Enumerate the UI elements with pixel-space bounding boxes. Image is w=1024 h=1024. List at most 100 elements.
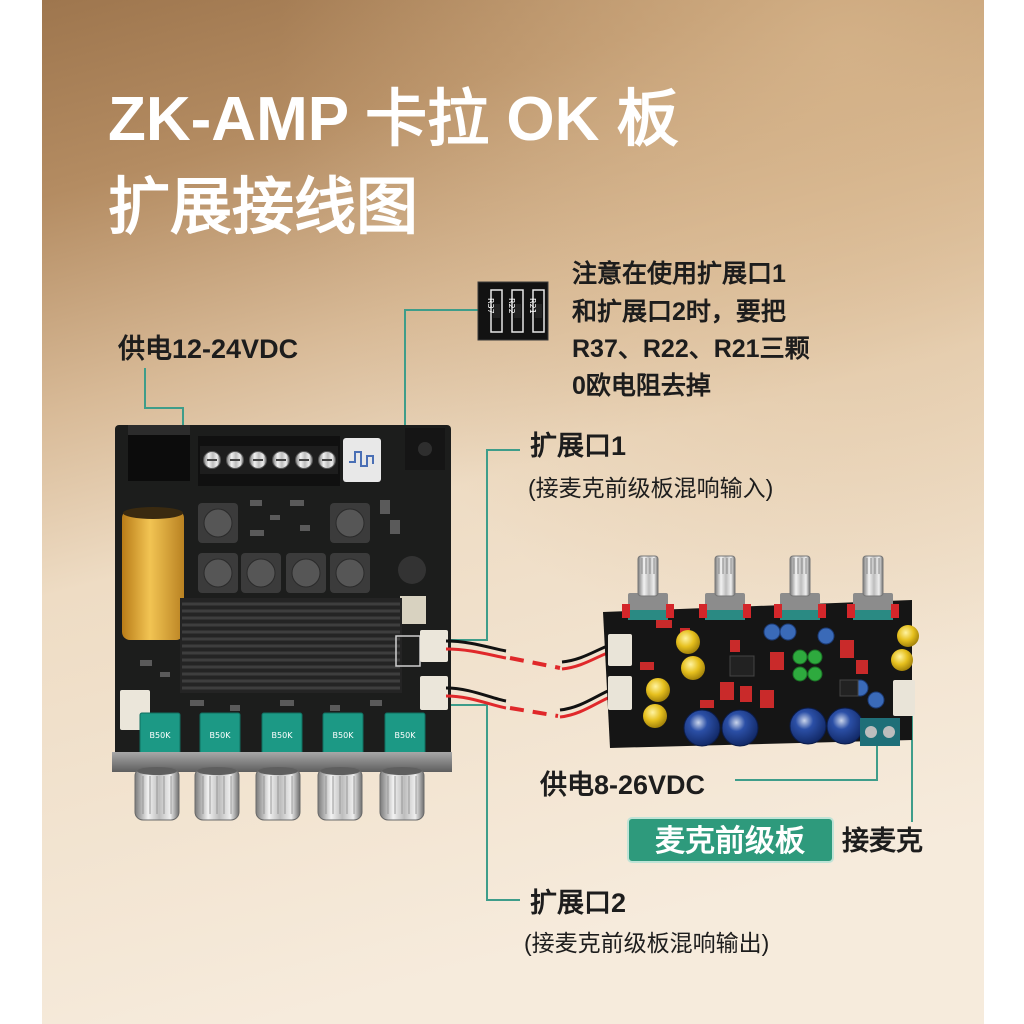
smd-part <box>300 525 310 531</box>
note-line: R37、R22、R21三颗 <box>572 335 810 363</box>
knob-rim <box>197 767 237 775</box>
front-panel-bar <box>112 752 452 772</box>
note-line: 注意在使用扩展口1 <box>572 259 786 288</box>
mic-potentiometers <box>622 555 899 620</box>
mic-pot-label-plate <box>853 610 893 620</box>
mic-input-label: 接麦克 <box>842 825 923 856</box>
smd-part <box>230 705 240 711</box>
terminal-screws <box>203 451 336 469</box>
wire-2-dashed <box>509 706 559 718</box>
resistor-label: R21 <box>528 298 537 314</box>
inductor-core <box>203 558 233 588</box>
mic-board-input-connector <box>608 634 632 666</box>
smd-part <box>330 705 340 711</box>
note-line: 0欧电阻去掉 <box>572 371 711 400</box>
smd-components <box>140 500 400 711</box>
expansion-port-2-connector <box>420 676 448 710</box>
port-1-label: 扩展口1 <box>530 431 626 461</box>
antenna-trace <box>349 451 374 467</box>
mic-board-output-connector <box>608 676 632 710</box>
red-component <box>640 662 654 670</box>
red-component <box>760 690 774 708</box>
red-component <box>770 652 784 670</box>
smd-part <box>280 700 294 706</box>
title-line-1: ZK-AMP 卡拉 OK 板 <box>108 85 679 154</box>
red-component <box>699 604 707 618</box>
mic-pot-base <box>780 593 820 611</box>
wire-1-red-main <box>445 647 507 660</box>
callout-power-mic <box>735 744 878 781</box>
mic-preamp-board <box>603 555 919 748</box>
green-capacitor <box>792 666 808 682</box>
amp-board: B50K B50K B50K B50K B50K <box>112 425 452 821</box>
resistor-pad <box>490 289 503 333</box>
heatsink-fins <box>182 602 400 690</box>
potentiometer-label: B50K <box>333 731 355 740</box>
red-component <box>818 604 826 618</box>
smd-part <box>380 500 390 514</box>
power-main-label: 供电12-24VDC <box>117 334 298 364</box>
red-component <box>856 660 868 674</box>
red-component <box>730 640 740 652</box>
knob-rim <box>320 767 360 775</box>
small-capacitor <box>398 556 426 584</box>
potentiometer-label: B50K <box>395 731 417 740</box>
resistor-body <box>514 304 521 318</box>
mic-pot-label-plate <box>705 610 745 620</box>
terminal-screw-row <box>200 446 338 474</box>
resistor-pad <box>532 289 545 333</box>
knob-rim <box>137 767 177 775</box>
red-component <box>743 604 751 618</box>
wire-2-black-mic <box>559 688 611 712</box>
expansion-port-1-connector <box>420 630 448 662</box>
mic-pot-label-plate <box>628 610 668 620</box>
red-component <box>774 604 782 618</box>
mic-pot-shaft <box>789 555 811 597</box>
inductor-core <box>335 508 365 538</box>
small-capacitor-body <box>400 596 426 624</box>
terminal-screw <box>865 726 877 738</box>
smd-part <box>250 500 262 506</box>
mic-board-badge <box>627 817 834 863</box>
yellow-capacitor <box>897 625 919 647</box>
red-component <box>840 640 854 658</box>
potentiometer-label: B50K <box>272 731 294 740</box>
red-component <box>666 604 674 618</box>
resistor-body <box>493 304 500 318</box>
smd-part <box>370 700 382 706</box>
audio-jack-hole <box>418 442 432 456</box>
mic-pot-shaft <box>637 555 659 597</box>
small-blue-capacitor <box>817 627 835 645</box>
green-capacitor <box>807 666 823 682</box>
inductor-core <box>246 558 276 588</box>
smd-part <box>270 515 280 520</box>
mic-pot-base <box>853 593 893 611</box>
yellow-capacitor <box>676 630 700 654</box>
resistor-note: 注意在使用扩展口1 和扩展口2时，要把 R37、R22、R21三颗 0欧电阻去掉 <box>572 259 810 400</box>
potentiometer-label: B50K <box>150 731 172 740</box>
yellow-capacitor <box>891 649 913 671</box>
port-2-label: 扩展口2 <box>530 888 626 918</box>
smd-part <box>290 500 304 506</box>
inductor-core <box>335 558 365 588</box>
potentiometer-label: B50K <box>210 731 232 740</box>
smd-part <box>140 660 152 666</box>
inductor-core <box>291 558 321 588</box>
smd-part <box>190 700 204 706</box>
resistor-thumbnail: R37 R22 R21 <box>477 281 549 341</box>
resistor-r21: R21 <box>528 289 545 333</box>
resistor-pad <box>511 289 524 333</box>
connection-wires <box>445 639 611 719</box>
small-blue-capacitor <box>763 623 781 641</box>
yellow-capacitor <box>646 678 670 702</box>
power-mic-label: 供电8-26VDC <box>539 770 705 800</box>
small-blue-capacitor <box>779 623 797 641</box>
ic-chip <box>839 679 859 697</box>
dc-jack-top <box>128 425 190 435</box>
green-capacitor <box>807 649 823 665</box>
inductors <box>198 503 370 593</box>
red-component <box>740 686 752 702</box>
callout-port-2 <box>444 704 520 901</box>
resistor-label: R22 <box>507 298 516 314</box>
